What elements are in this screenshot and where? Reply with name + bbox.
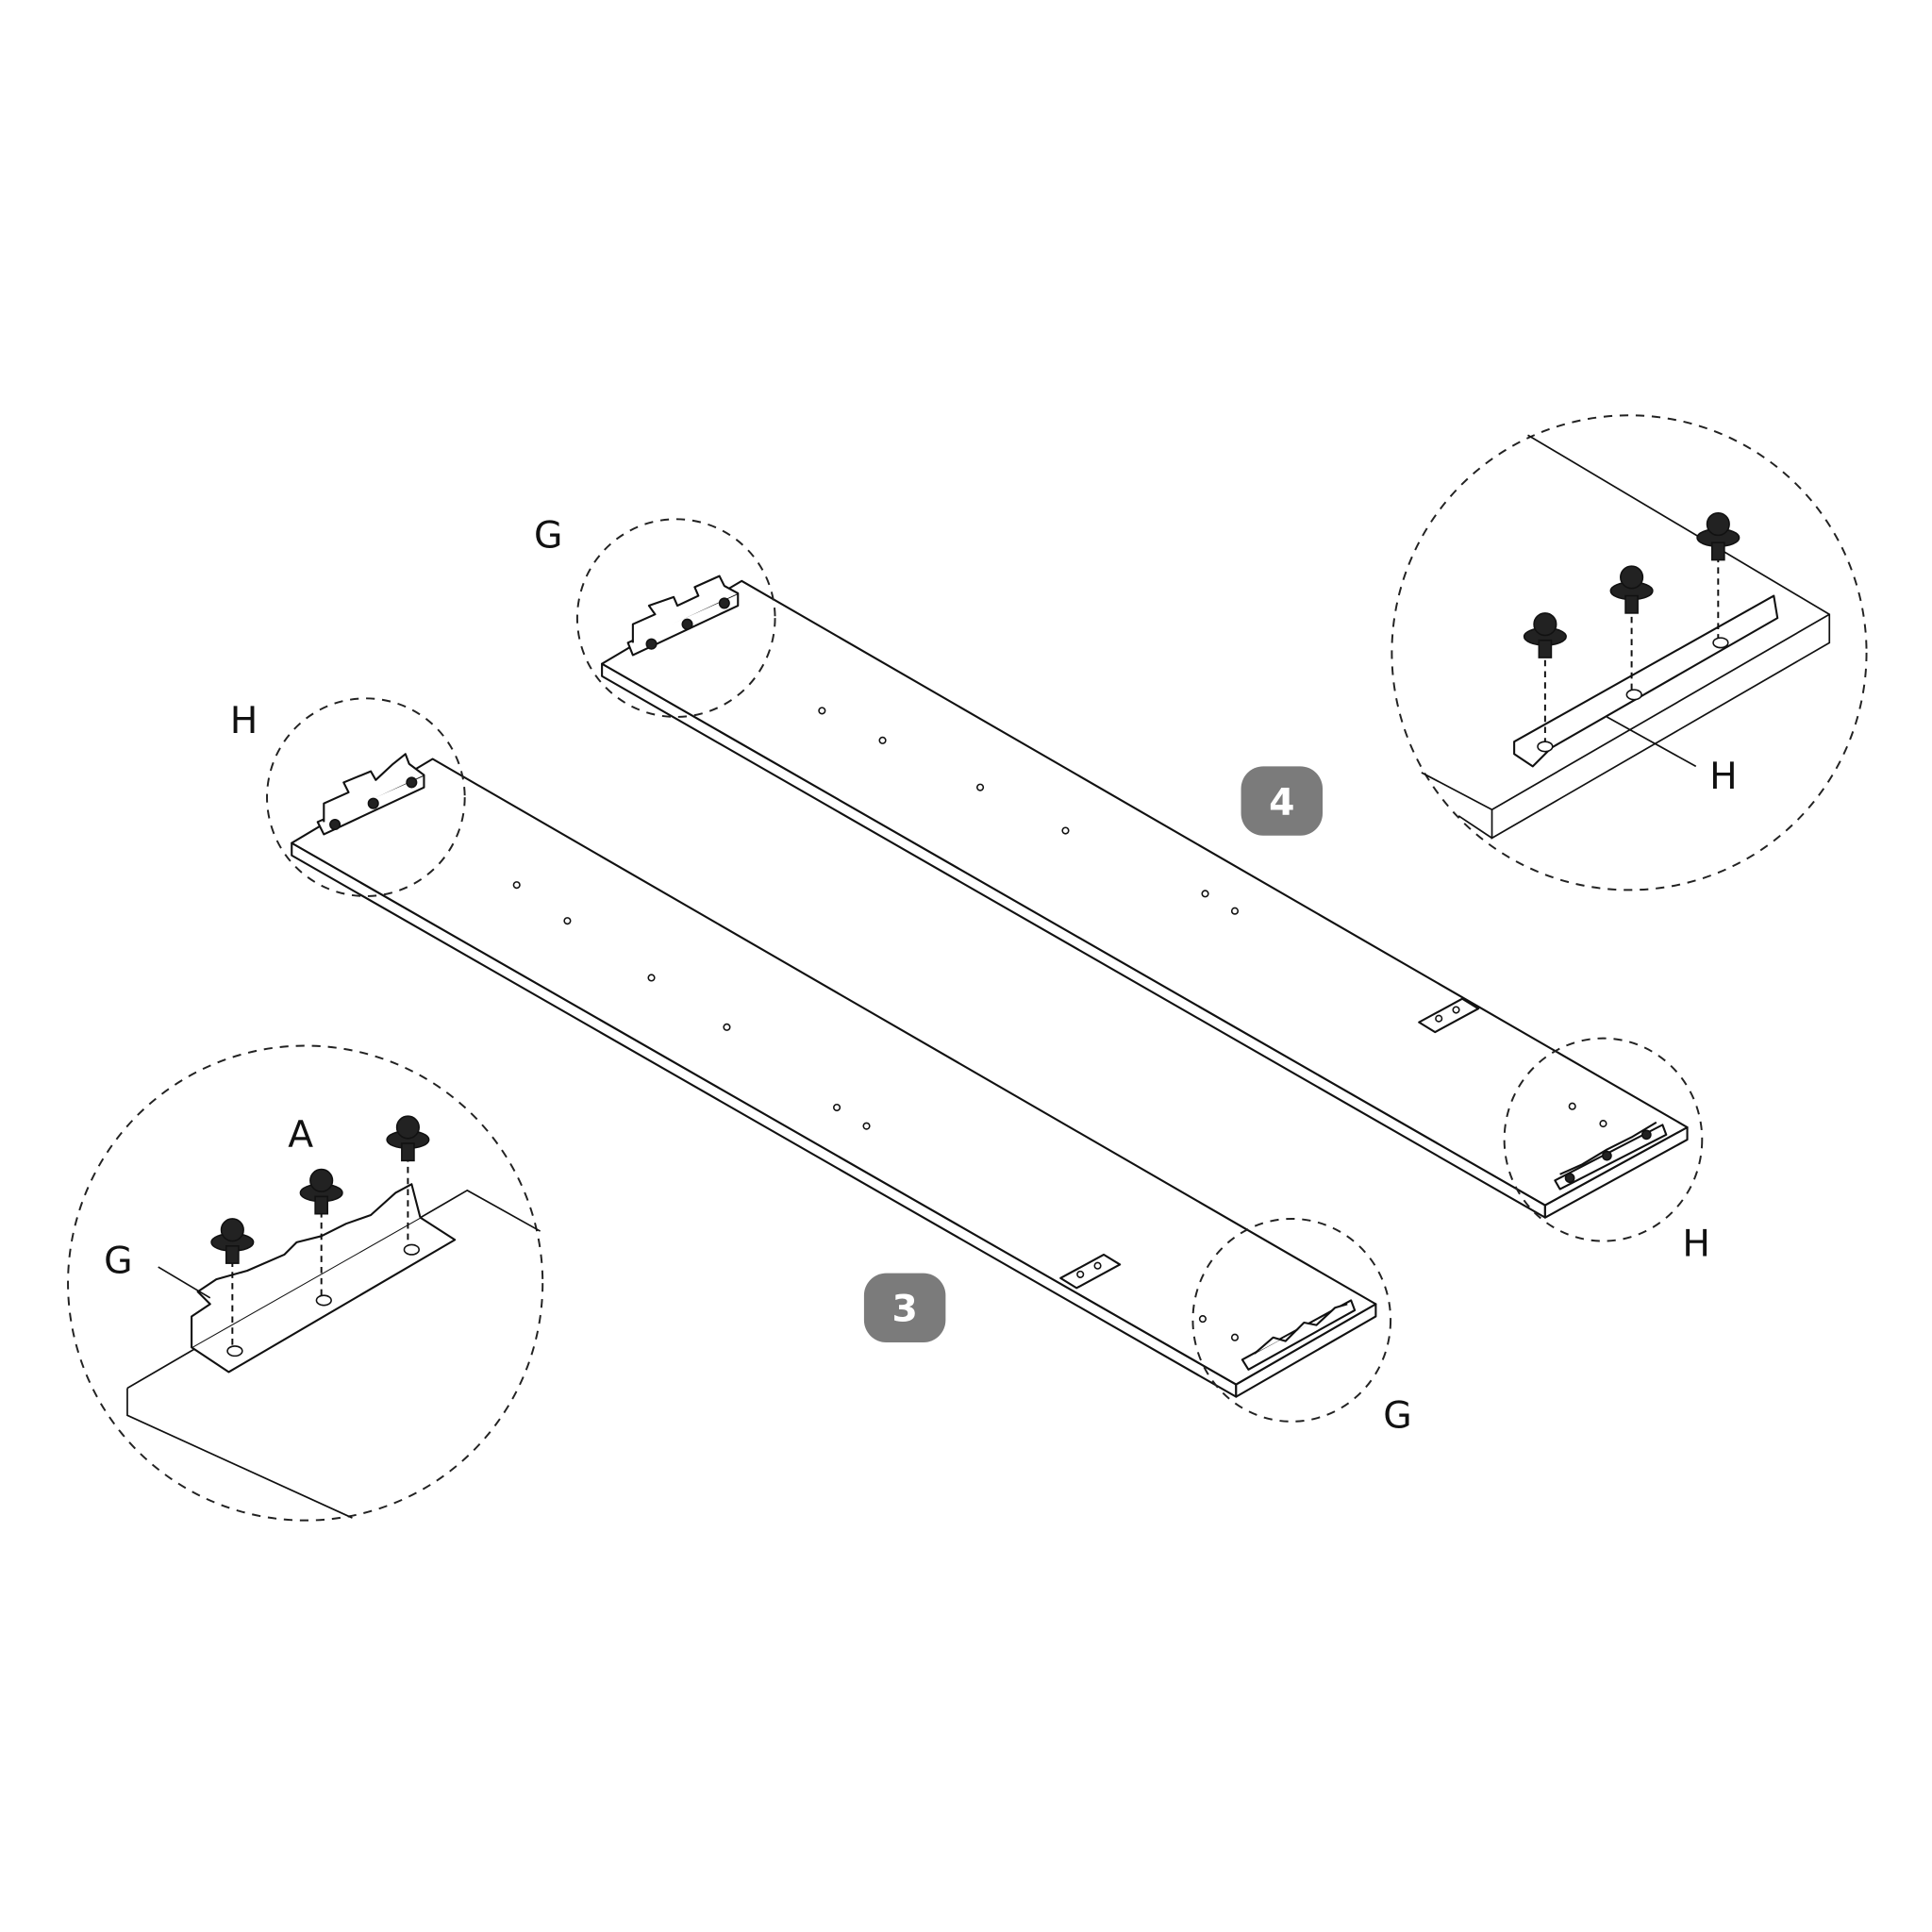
board-3-holes bbox=[512, 881, 1240, 1341]
part-label-h: H bbox=[1682, 1223, 1710, 1265]
screw-icon bbox=[386, 1115, 430, 1162]
screw-icon bbox=[1696, 511, 1740, 561]
connector-plate bbox=[1059, 1253, 1122, 1290]
svg-text:4: 4 bbox=[1269, 781, 1294, 824]
screw-icon bbox=[210, 1218, 255, 1264]
board-4 bbox=[601, 575, 1689, 1219]
step-badge-4: 4 bbox=[1241, 766, 1324, 836]
screw-icon bbox=[299, 1168, 343, 1215]
detail-view-h bbox=[1391, 414, 1868, 891]
callout-circle-g bbox=[1191, 1217, 1392, 1423]
detail-view-g bbox=[67, 1044, 544, 1522]
callout-circle-h bbox=[266, 697, 466, 897]
bracket-g-board3 bbox=[1241, 1299, 1357, 1371]
part-label-h: H bbox=[1709, 756, 1738, 798]
board-4-holes bbox=[818, 707, 1607, 1128]
board-3 bbox=[291, 753, 1377, 1398]
svg-text:3: 3 bbox=[891, 1289, 917, 1331]
bracket-g-board4 bbox=[626, 575, 740, 657]
bracket-h-board3 bbox=[316, 753, 425, 836]
part-label-g: G bbox=[1383, 1394, 1411, 1437]
connector-plate bbox=[1418, 997, 1480, 1034]
part-label-g: G bbox=[534, 514, 562, 557]
part-label-h: H bbox=[230, 700, 258, 742]
callout-circle-h bbox=[1503, 1037, 1704, 1242]
screw-icon bbox=[1523, 612, 1567, 658]
part-label-a: A bbox=[288, 1114, 313, 1157]
screw-icon bbox=[1609, 565, 1654, 614]
step-badge-3: 3 bbox=[863, 1273, 946, 1342]
part-label-g: G bbox=[104, 1241, 132, 1283]
